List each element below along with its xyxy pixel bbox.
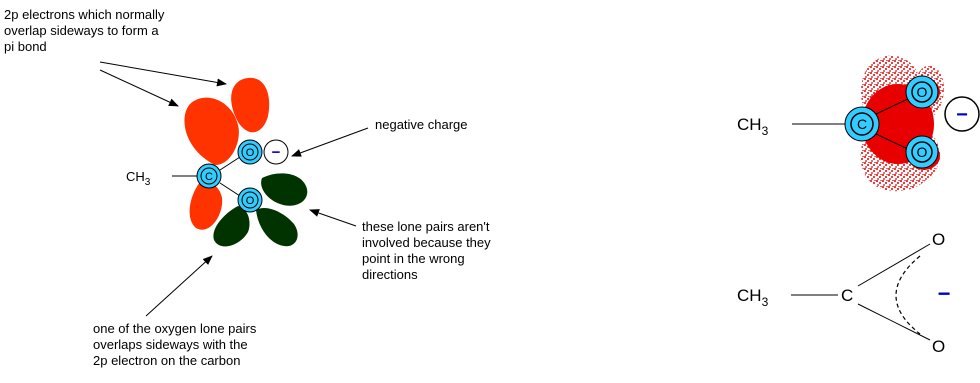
arrow-to-overlap [145,255,213,317]
oxygen-atom-bottom: O [237,187,263,213]
svg-text:O: O [246,147,255,159]
bond-carbon-oxygen-top [857,243,931,287]
negative-charge-circle: − [944,96,980,132]
pi-bond-note: 2p electrons which normally overlap side… [4,7,165,54]
oxygen-atom-bottom: O [905,135,939,169]
oxygen-bottom-label: O [932,337,945,356]
p-orbital-upper-left-lobe [184,97,239,165]
negative-charge-label: − [938,281,951,306]
p-orbital-upper-right-lobe [231,77,270,133]
lone-pair-lobe-right [261,173,308,206]
bond-carbon-oxygen-bottom [857,303,931,341]
svg-text:−: − [956,104,968,126]
oxygen-top-label: O [932,230,945,249]
negative-charge-note: negative charge [375,117,468,132]
right-top-cloud-diagram: C O O − CH3 [737,55,980,192]
svg-text:O: O [246,195,255,207]
svg-text:O: O [917,84,928,100]
svg-text:C: C [205,171,213,183]
methyl-label: CH3 [737,286,769,309]
lone-pairs-note: these lone pairs aren't involved because… [362,219,491,282]
right-bottom-structure-diagram: CH3 C O O − [737,230,950,356]
svg-text:C: C [857,116,867,132]
arrow-to-lone-pairs [309,209,357,227]
oxygen-atom-top: O [237,139,263,165]
svg-text:−: − [272,144,281,161]
methyl-label: CH3 [126,169,151,188]
arrow-to-upper-left-lobe [99,69,179,107]
overlap-note: one of the oxygen lone pairs overlaps si… [93,321,257,368]
p-orbital-lower-left-lobe [189,180,223,230]
delocalization-arc [895,255,921,335]
arrow-to-negative-charge [291,127,369,157]
carbon-atom: C [844,106,880,142]
carbon-atom: C [196,163,222,189]
lone-pair-lobe-lower-left [213,206,250,247]
left-orbital-diagram: C O O − CH3 [99,61,369,317]
arrow-to-upper-right-lobe [99,61,227,87]
carbon-label: C [841,286,853,305]
lone-pair-lobe-lower-right [256,207,298,247]
oxygen-atom-top: O [905,75,939,109]
methyl-label: CH3 [737,115,769,138]
svg-text:O: O [917,144,928,160]
negative-charge-circle: − [263,139,289,165]
